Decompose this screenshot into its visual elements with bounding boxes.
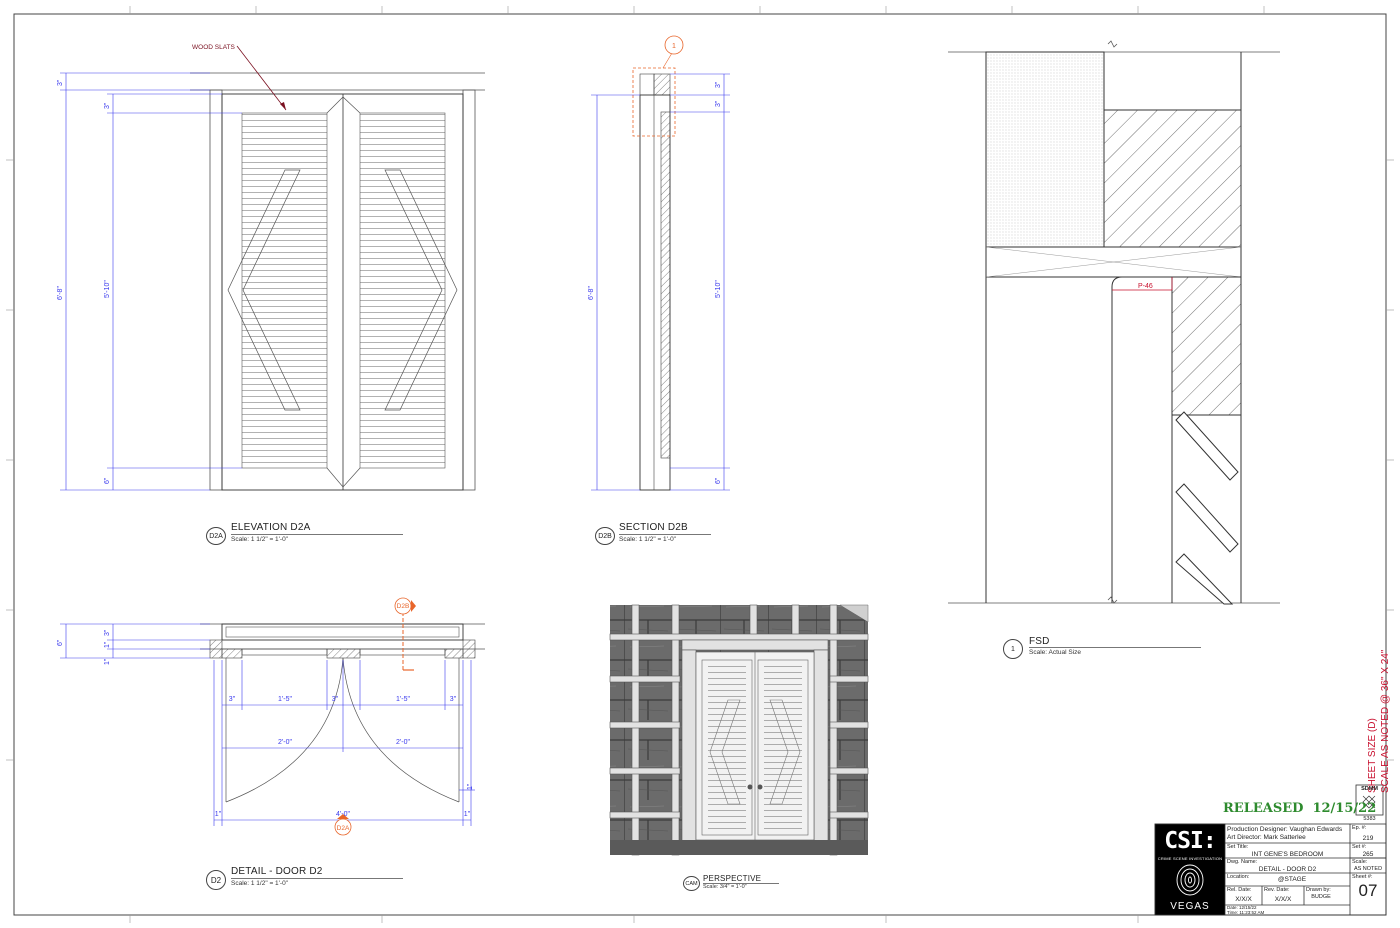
fsd-scale: Scale: Actual Size xyxy=(1029,649,1082,656)
detail-scale: Scale: 1 1/2" = 1'-0" xyxy=(231,880,288,887)
fsd-drawing xyxy=(948,40,1280,605)
detail-dim-leaf-l: 2'-0" xyxy=(278,739,292,746)
dwg-name-label: Dwg. Name: xyxy=(1227,859,1258,865)
scale-value: AS NOTED xyxy=(1353,866,1383,872)
drawn-by-label: Drawn by: xyxy=(1306,887,1331,893)
csi-logo-city: VEGAS xyxy=(1170,901,1210,912)
detail-title: DETAIL - DOOR D2 xyxy=(231,866,323,877)
section-bubble: D2B xyxy=(595,527,615,545)
detail-bubble: D2 xyxy=(206,870,226,890)
location-label: Location: xyxy=(1227,874,1250,880)
union-label: SDMM xyxy=(1361,786,1378,792)
elevation-door-drawing xyxy=(60,45,485,491)
detail-plan-drawing xyxy=(60,597,485,836)
production-designer: Production Designer: Vaughan Edwards xyxy=(1227,826,1343,833)
sdmm-union-icon xyxy=(1355,784,1384,816)
perspective-title-rule xyxy=(703,883,779,884)
fsd-title: FSD xyxy=(1029,636,1050,647)
sect-dim-total: 6'-8" xyxy=(588,286,595,300)
union-number: 5383 xyxy=(1363,816,1376,822)
detail-dim-left-b: 1" xyxy=(104,641,111,648)
set-number: 265 xyxy=(1362,851,1374,858)
csi-logo-subtitle: CRIME SCENE INVESTIGATION xyxy=(1157,856,1223,861)
set-title: INT GENE'S BEDROOM xyxy=(1251,851,1324,858)
elev-dim-rail: 3" xyxy=(104,102,111,109)
section-title: SECTION D2B xyxy=(619,522,688,533)
detail-dim-left-c: 1" xyxy=(104,658,111,665)
detail-dim-stile-r: 3" xyxy=(450,696,457,703)
rev-date: X/X/X xyxy=(1274,896,1292,903)
elevation-title: ELEVATION D2A xyxy=(231,522,311,533)
ep-number: 219 xyxy=(1362,835,1374,842)
elev-dim-total: 6'-8" xyxy=(57,286,64,300)
sheet-number-label: Sheet #: xyxy=(1352,874,1373,880)
scale-label: Scale: xyxy=(1352,859,1368,865)
sheet-size-line: SHEET SIZE (D) xyxy=(1367,718,1378,793)
detail-dim-jamb-r: 1" xyxy=(464,811,471,818)
sheet-number: 07 xyxy=(1358,881,1378,900)
detail-dim-stile-l: 3" xyxy=(229,696,236,703)
released-stamp: RELEASED 12/15/22 xyxy=(1223,801,1377,816)
title-block-frame xyxy=(1154,823,1387,916)
elevation-marker-d2a: D2A xyxy=(337,825,350,832)
section-detail-tag: 1 xyxy=(672,43,676,50)
perspective-render xyxy=(609,604,869,856)
dwg-name: DETAIL - DOOR D2 xyxy=(1258,866,1317,873)
detail-dim-panel-r: 1'-5" xyxy=(396,696,410,703)
elevation-title-rule xyxy=(231,534,403,535)
elevation-bubble: D2A xyxy=(206,527,226,545)
art-director: Art Director: Mark Satterlee xyxy=(1227,834,1306,841)
sheet-size-note: SHEET SIZE (D) SCALE AS NOTED @ 36" X 24… xyxy=(1366,649,1396,793)
elevation-scale: Scale: 1 1/2" = 1'-0" xyxy=(231,536,288,543)
detail-dim-panel-l: 1'-5" xyxy=(278,696,292,703)
vegas-fingerprint-icon xyxy=(1176,864,1204,896)
sheet-scale-line: SCALE AS NOTED @ 36" X 24" xyxy=(1380,649,1391,793)
detail-dim-center: 3" xyxy=(332,696,339,703)
location: @STAGE xyxy=(1277,876,1307,883)
elev-dim-field: 5'-10" xyxy=(104,280,111,298)
drawn-by: BUDGE xyxy=(1311,894,1331,900)
sect-dim-bottom: 6" xyxy=(715,477,722,484)
set-number-label: Set #: xyxy=(1352,844,1367,850)
set-title-label: Set Title: xyxy=(1227,844,1249,850)
section-title-rule xyxy=(619,534,711,535)
fsd-title-rule xyxy=(1029,647,1201,648)
sect-dim-field: 5'-10" xyxy=(715,280,722,298)
paint-tag-p46: P-46 xyxy=(1138,283,1153,290)
sect-dim-rail: 3" xyxy=(715,100,722,107)
wood-slats-callout: WOOD SLATS xyxy=(192,44,236,51)
ep-label: Ep. #: xyxy=(1352,825,1367,831)
detail-dim-jamb-l: 1" xyxy=(215,811,222,818)
detail-dim-left-a: 3" xyxy=(104,629,111,636)
detail-dim-right-side: 1" xyxy=(467,783,474,790)
detail-dim-leaf-r: 2'-0" xyxy=(396,739,410,746)
csi-logo: CSI: xyxy=(1164,828,1216,854)
section-marker-d2b: D2B xyxy=(397,603,410,610)
perspective-scale: Scale: 3/4" = 1'-0" xyxy=(703,884,747,890)
fsd-bubble: 1 xyxy=(1003,639,1023,659)
sect-dim-top: 3" xyxy=(715,81,722,88)
elev-dim-bottom: 6" xyxy=(104,477,111,484)
perspective-bubble: CAM xyxy=(683,876,700,891)
time-line: Time: 11:23:52 AM xyxy=(1227,910,1265,915)
perspective-title: PERSPECTIVE xyxy=(703,874,762,883)
elev-dim-top: 3" xyxy=(57,79,64,86)
rev-date-label: Rev. Date: xyxy=(1264,887,1290,893)
detail-title-rule xyxy=(231,878,403,879)
rel-date-label: Rel. Date: xyxy=(1227,887,1252,893)
section-door-drawing xyxy=(591,35,730,491)
detail-dim-left-total: 6" xyxy=(57,639,64,646)
date-line: Date: 12/15/22 xyxy=(1227,905,1257,910)
detail-dim-overall: 4'-0" xyxy=(336,811,350,818)
section-scale: Scale: 1 1/2" = 1'-0" xyxy=(619,536,676,543)
rel-date: X/X/X xyxy=(1235,896,1252,903)
